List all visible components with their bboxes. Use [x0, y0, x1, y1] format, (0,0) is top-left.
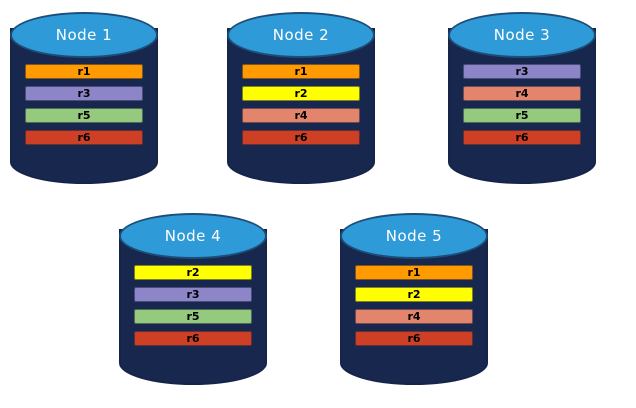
replica-list: r1 r2 r4 r6	[340, 265, 488, 346]
replica-bar[interactable]: r1	[355, 265, 473, 280]
cylinder-top-ellipse	[448, 12, 596, 58]
replica-bar[interactable]: r5	[25, 108, 143, 123]
replica-list: r3 r4 r5 r6	[448, 64, 596, 145]
cylinder-top-ellipse	[119, 213, 267, 259]
cylinder-top-ellipse	[227, 12, 375, 58]
replica-bar[interactable]: r6	[463, 130, 581, 145]
replica-bar[interactable]: r1	[25, 64, 143, 79]
replica-list: r1 r2 r4 r6	[227, 64, 375, 145]
replica-bar[interactable]: r2	[355, 287, 473, 302]
replica-bar[interactable]: r1	[242, 64, 360, 79]
replica-bar[interactable]: r2	[242, 86, 360, 101]
replica-list: r1 r3 r5 r6	[10, 64, 158, 145]
replica-bar[interactable]: r6	[242, 130, 360, 145]
cylinder-top-ellipse	[340, 213, 488, 259]
replica-bar[interactable]: r3	[25, 86, 143, 101]
replica-bar[interactable]: r4	[355, 309, 473, 324]
replica-bar[interactable]: r2	[134, 265, 252, 280]
cylinder-top-ellipse	[10, 12, 158, 58]
replica-bar[interactable]: r6	[134, 331, 252, 346]
replica-bar[interactable]: r5	[134, 309, 252, 324]
replica-bar[interactable]: r4	[463, 86, 581, 101]
replica-bar[interactable]: r5	[463, 108, 581, 123]
replica-bar[interactable]: r4	[242, 108, 360, 123]
replica-bar[interactable]: r6	[25, 130, 143, 145]
replica-list: r2 r3 r5 r6	[119, 265, 267, 346]
replica-bar[interactable]: r3	[463, 64, 581, 79]
replica-bar[interactable]: r3	[134, 287, 252, 302]
replica-bar[interactable]: r6	[355, 331, 473, 346]
cylinder-body	[119, 229, 267, 385]
